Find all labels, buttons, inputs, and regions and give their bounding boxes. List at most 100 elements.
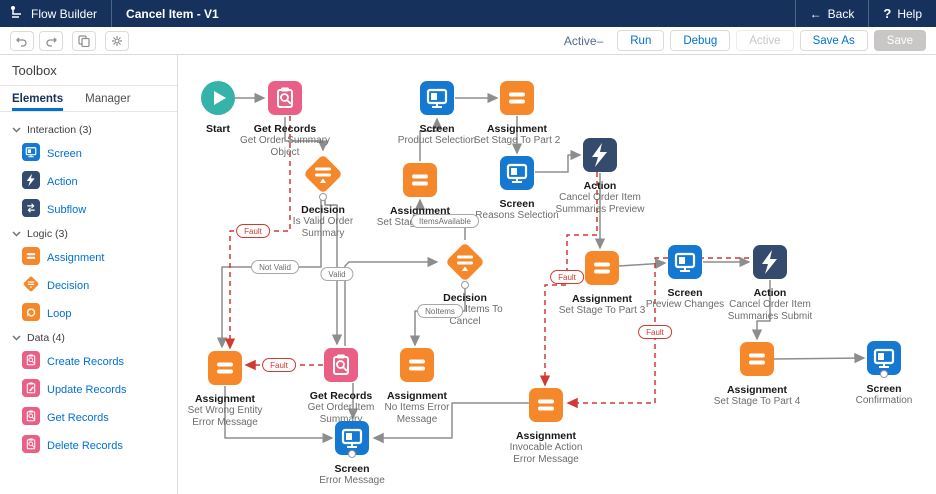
start-node[interactable]: Start <box>178 81 273 135</box>
connector-reasons-selection-to-cancel-order-item-summaries-preview <box>535 149 582 173</box>
node-title: Assignment <box>515 430 577 442</box>
help-icon: ? <box>883 6 892 21</box>
sidebar-item-delete-records[interactable]: Delete Records <box>22 432 177 460</box>
sidebar-item-assignment[interactable]: Assignment <box>22 244 177 272</box>
open-connector-dot[interactable] <box>880 370 888 378</box>
node-subtitle: Get Order Item <box>307 402 375 413</box>
section-data-4[interactable]: Data (4) <box>10 328 177 348</box>
node-subtitle: Error Message <box>513 454 579 465</box>
screen-icon <box>420 81 454 120</box>
connector-cancel-order-item-summaries-submit-to-set-stage-to-part-4 <box>751 280 771 341</box>
node-subtitle: Set Stage To Part 3 <box>558 305 646 316</box>
undo-button[interactable] <box>10 30 34 51</box>
screen-icon <box>335 421 369 460</box>
node-title: Assignment <box>486 123 548 135</box>
screen-icon <box>22 142 40 166</box>
node-subtitle: Set Stage To Part 4 <box>713 396 801 407</box>
screen-icon <box>500 156 534 195</box>
activate-button: Active <box>736 30 794 51</box>
chevron-down-icon <box>12 335 21 341</box>
node-subtitle: Error Message <box>319 475 385 486</box>
back-button[interactable]: ← Back <box>794 0 869 27</box>
sidebar-item-create-records[interactable]: Create Records <box>22 348 177 376</box>
flow-builder-logo-icon <box>10 5 24 22</box>
save-as-button[interactable]: Save As <box>799 30 868 51</box>
app-name: Flow Builder <box>31 6 98 21</box>
node-subtitle: Cancel <box>449 316 481 327</box>
sidebar-item-update-records[interactable]: Update Records <box>22 376 177 404</box>
connector-set-stage-to-part-4-to-confirmation <box>773 352 866 364</box>
run-button[interactable]: Run <box>617 30 665 51</box>
section-interaction-3[interactable]: Interaction (3) <box>10 120 177 140</box>
node-title: Assignment <box>571 293 633 305</box>
node-subtitle: Set Wrong Entity <box>187 405 263 416</box>
outcome-label-noitems: NoItems <box>417 304 463 318</box>
chevron-down-icon <box>12 231 21 237</box>
node-subtitle: Summaries Submit <box>727 311 813 322</box>
open-connector-dot[interactable] <box>348 450 356 458</box>
open-connector-dot[interactable] <box>461 281 469 289</box>
sidebar-item-decision[interactable]: Decision <box>22 272 177 300</box>
toolbox-title: Toolbox <box>0 55 177 86</box>
node-subtitle: Get Order Summary <box>239 135 331 146</box>
sidebar-item-screen[interactable]: Screen <box>22 140 177 168</box>
settings-gear-button[interactable] <box>105 30 129 51</box>
tab-manager[interactable]: Manager <box>85 93 131 105</box>
copy-elements-button[interactable] <box>72 30 96 51</box>
outcome-label-valid: Valid <box>320 267 354 281</box>
node-title: Screen <box>419 123 455 135</box>
open-connector-dot[interactable] <box>319 193 327 201</box>
app-brand: Flow Builder <box>0 0 111 27</box>
record-get-icon <box>22 406 40 430</box>
connector-cancel-order-item-summaries-preview-to-invocable-action-error-message-fault <box>539 172 598 387</box>
node-subtitle: Invocable Action <box>509 442 583 453</box>
back-arrow-icon: ← <box>809 6 822 21</box>
fault-label: Fault <box>550 270 584 284</box>
node-title: Assignment <box>386 390 448 402</box>
node-subtitle: Is Valid Order <box>292 216 354 227</box>
tab-elements[interactable]: Elements <box>12 86 63 111</box>
sidebar-item-loop[interactable]: Loop <box>22 300 177 328</box>
redo-button[interactable] <box>39 30 63 51</box>
chevron-down-icon <box>12 127 21 133</box>
outcome-label-not-valid: Not Valid <box>251 260 299 274</box>
decision-icon <box>301 152 345 201</box>
decision-icon <box>22 275 40 298</box>
node-subtitle: Preview Changes <box>645 299 725 310</box>
sidebar-item-action[interactable]: Action <box>22 168 177 196</box>
sidebar-item-subflow[interactable]: Subflow <box>22 196 177 224</box>
node-title: Assignment <box>194 393 256 405</box>
outcome-label-itemsavailable: ItemsAvailable <box>411 214 479 228</box>
get-records-icon <box>268 81 302 120</box>
sidebar-item-get-records[interactable]: Get Records <box>22 404 177 432</box>
node-title: Screen <box>499 198 535 210</box>
help-button[interactable]: ? Help <box>868 0 936 27</box>
loop-icon <box>22 302 40 326</box>
top-navigation-bar: Flow Builder Cancel Item - V1 ← Back ? H… <box>0 0 936 27</box>
debug-button[interactable]: Debug <box>670 30 731 51</box>
section-logic-3[interactable]: Logic (3) <box>10 224 177 244</box>
toolbox-tabs: Elements Manager <box>0 86 177 112</box>
node-subtitle: Confirmation <box>855 395 913 406</box>
node-subtitle: Product Selection <box>397 135 477 146</box>
node-subtitle: No Items Error <box>384 402 450 413</box>
